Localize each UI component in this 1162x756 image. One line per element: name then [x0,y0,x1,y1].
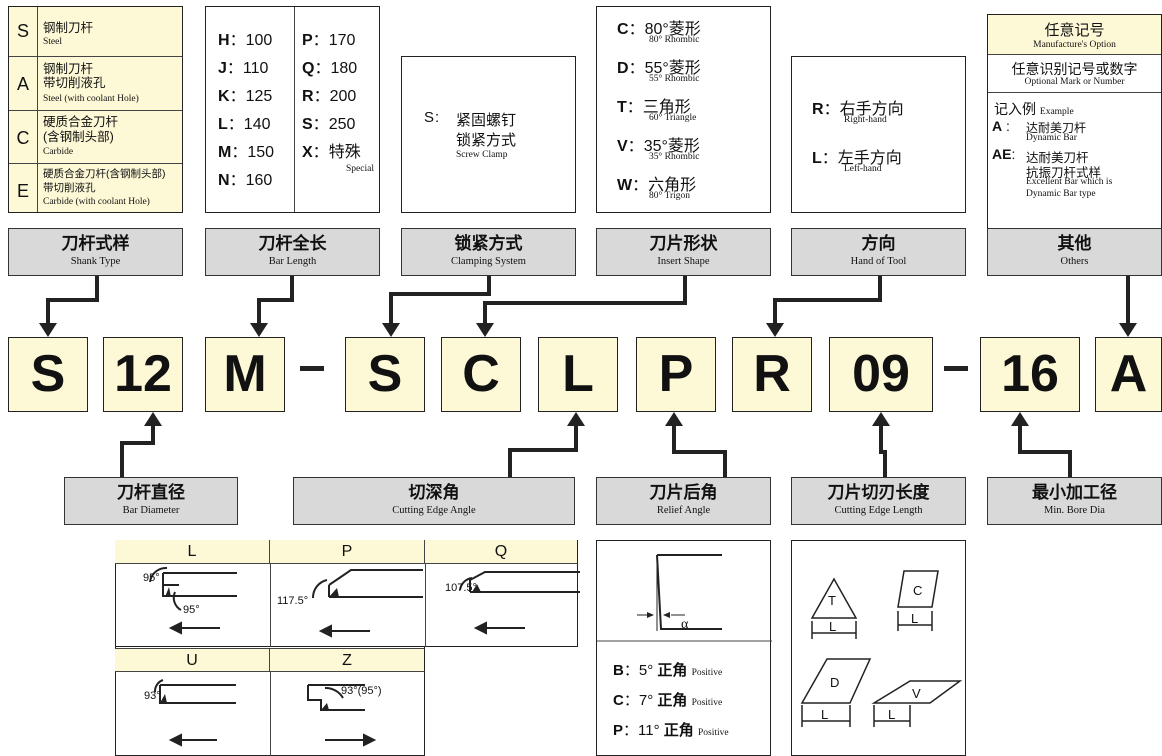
hdr-z: Z [270,648,425,672]
code-bore: 16 [980,337,1080,412]
shape-d-label: D [830,675,840,690]
angle-q: 107.5° [445,582,477,594]
dash-1 [300,366,324,371]
bar-length-table: H：100 J：110 K：125 L：140 M：150 N：160 P：17… [205,6,380,213]
insert-shape-table: C：80°菱形 80° Rhombic D：55°菱形 55° Rhombic … [596,6,771,213]
angle-l-2: 95° [183,604,200,616]
cutting-angle-table: L P Q U Z 95° 95° 117.5° 107.5° [115,540,580,756]
hdr-l: L [115,540,270,564]
length-l-2: L [911,611,919,626]
hdr-p: P [270,540,425,564]
code-others: A [1095,337,1162,412]
clamping-box: S : 紧固螺钉 锁紧方式 Screw Clamp [401,56,576,213]
code-clamping: S [345,337,425,412]
length-l-1: L [829,619,837,634]
code-length: M [205,337,285,412]
shank-type-table: S 钢制刀杆 Steel A 钢制刀杆 带切削液孔 Steel (with co… [8,6,183,213]
angle-l-1: 95° [143,572,160,584]
others-box: 任意记号 Manufacture's Option 任意识别记号或数字 Opti… [987,14,1162,231]
hdr-q: Q [425,540,578,564]
code-angle: L [538,337,618,412]
hand-box: R：右手方向 Right-hand L：左手方向 Left-hand [791,56,966,213]
code-diameter: 12 [103,337,183,412]
code-edge-length: 09 [829,337,933,412]
hdr-u: U [115,648,270,672]
angle-p: 117.5° [277,595,309,607]
shank-row-c: C 硬质合金刀杆 (含钢制头部) Carbide [9,110,182,163]
shape-c-label: C [913,583,923,598]
alpha-symbol: α [681,617,689,632]
relief-angle-drawing [597,554,772,642]
shape-v-label: V [912,686,921,701]
shank-row-s: S 钢制刀杆 Steel [16,21,94,47]
code-shape: C [441,337,521,412]
shank-row-e: E 硬质合金刀杆(含钢制头部) 带切削液孔 Carbide (with cool… [9,163,182,214]
edge-length-drawings [800,570,963,727]
shank-row-a: A 钢制刀杆 带切削液孔 Steel (with coolant Hole) [9,56,182,110]
angle-z: 93°(95°) [341,685,382,697]
shape-t-label: T [828,593,836,608]
length-l-4: L [888,707,896,722]
length-l-3: L [821,707,829,722]
angle-u: 93° [144,690,161,702]
cutting-angle-drawings [149,566,580,747]
code-relief: P [636,337,716,412]
dash-2 [944,366,968,371]
relief-angle-box: α B：5° 正角 Positive C：7° 正角 Positive P：11… [596,540,772,756]
edge-length-box: T C D V L L L L [791,540,966,756]
code-shank: S [8,337,88,412]
code-hand: R [732,337,812,412]
